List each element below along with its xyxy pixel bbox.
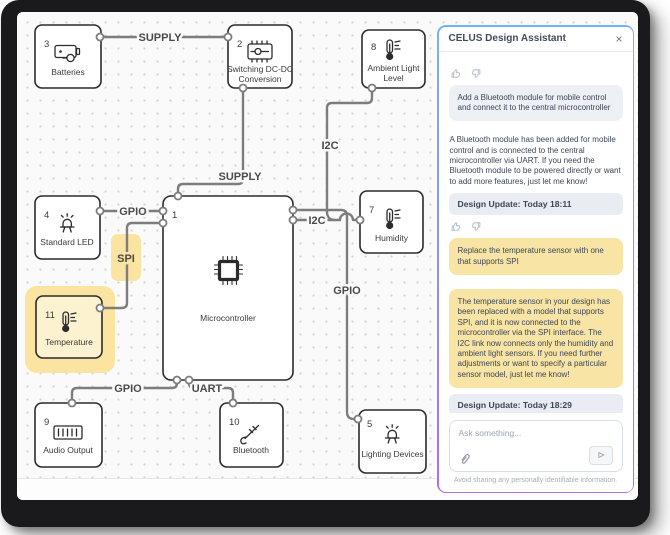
component-label: Humidity <box>375 233 409 243</box>
thumbs-down-icon[interactable] <box>470 221 481 232</box>
component-humidity[interactable]: 7 Humidity <box>359 190 424 254</box>
chip-icon <box>213 255 244 286</box>
lighting-icon <box>384 424 400 444</box>
component-number: 8 <box>371 42 376 53</box>
component-number: 1 <box>172 210 177 221</box>
component-batteries[interactable]: 3 Batteries <box>34 24 102 89</box>
wire-label-supply-2: SUPPLY <box>218 171 262 183</box>
component-number: 5 <box>367 419 372 430</box>
wire-label-supply-1: SUPPLY <box>138 32 182 44</box>
component-standard-led[interactable]: 4 Standard LED <box>34 195 101 260</box>
chat-input[interactable]: Ask something... <box>448 419 623 472</box>
component-temperature[interactable]: 11 Temperature <box>35 295 103 359</box>
component-label: Temperature <box>45 337 93 347</box>
user-message-highlighted: Replace the temperature sensor with one … <box>448 238 623 276</box>
component-label: Lighting Devices <box>361 449 423 459</box>
assistant-panel: CELUS Design Assistant × Add a Bluetooth… <box>437 25 634 493</box>
send-arrow-icon <box>597 452 604 458</box>
wire-spi-micro-temperature[interactable] <box>98 221 165 310</box>
thumbs-down-icon[interactable] <box>470 68 481 79</box>
temperature-sensor-icon <box>62 311 77 333</box>
component-number: 10 <box>229 417 240 428</box>
wire-label-i2c-top: I2C <box>321 140 338 152</box>
bluetooth-module-icon <box>240 424 260 445</box>
component-number: 9 <box>44 417 49 428</box>
user-message: Add a Bluetooth module for mobile contro… <box>448 84 623 122</box>
component-label: Audio Output <box>43 445 93 455</box>
connection-ports[interactable] <box>67 32 377 424</box>
schematic-diagram: SUPPLY SUPPLY GPIO SPI I2C I2C GPIO GPIO… <box>25 24 427 474</box>
component-label: Ambient Light <box>368 63 421 73</box>
feedback-row <box>449 68 623 79</box>
component-label: Level <box>383 73 403 83</box>
chat-input-placeholder: Ask something... <box>458 427 522 438</box>
component-number: 11 <box>45 310 55 321</box>
thumbs-up-icon[interactable] <box>451 221 462 232</box>
component-label: Standard LED <box>40 237 93 247</box>
light-sensor-icon <box>386 39 401 61</box>
design-update-badge[interactable]: Design Update: Today 18:29 <box>448 394 623 413</box>
assistant-header: CELUS Design Assistant × <box>438 27 633 52</box>
privacy-note: Avoid sharing any personally identifiabl… <box>453 476 618 484</box>
component-number: 2 <box>237 39 242 50</box>
close-icon[interactable]: × <box>615 31 623 46</box>
send-button[interactable] <box>588 445 613 465</box>
assistant-title: CELUS Design Assistant <box>448 33 566 44</box>
component-label: Bluetooth <box>233 445 269 455</box>
wire-supply-dcdc-micro[interactable] <box>176 86 245 198</box>
component-number: 3 <box>44 39 49 50</box>
component-number: 4 <box>44 210 49 221</box>
wire-label-gpio-left: GPIO <box>119 206 147 218</box>
battery-icon <box>54 44 81 63</box>
wire-label-i2c-mid: I2C <box>308 215 325 227</box>
wire-i2c-ambient[interactable] <box>325 86 374 222</box>
assistant-message: A Bluetooth module has been added for mo… <box>449 135 621 186</box>
component-microcontroller[interactable]: 1 Microcontroller <box>162 195 294 381</box>
dcdc-converter-icon <box>247 40 273 63</box>
feedback-row <box>449 221 623 232</box>
thumbs-up-icon[interactable] <box>451 68 462 79</box>
component-dcdc[interactable]: 2 Switching DC-DC Conversion <box>227 24 293 89</box>
wire-label-gpio-right: GPIO <box>333 285 361 297</box>
component-bluetooth[interactable]: 10 Bluetooth <box>219 402 284 468</box>
component-ambient-light[interactable]: 8 Ambient Light Level <box>361 29 426 89</box>
app-window: SUPPLY SUPPLY GPIO SPI I2C I2C GPIO GPIO… <box>17 12 638 500</box>
led-icon <box>59 213 75 233</box>
component-label: Switching DC-DC <box>227 64 293 74</box>
audio-connector-icon <box>53 425 83 440</box>
wire-uart-micro-bluetooth[interactable] <box>187 378 235 405</box>
component-label: Microcontroller <box>200 313 256 323</box>
assistant-message-highlighted: The temperature sensor in your design ha… <box>448 289 623 389</box>
component-label: Conversion <box>239 74 282 84</box>
wire-gpio-micro-audio[interactable] <box>70 378 179 405</box>
window-frame: SUPPLY SUPPLY GPIO SPI I2C I2C GPIO GPIO… <box>1 0 650 527</box>
wire-label-gpio-bottom: GPIO <box>114 383 142 395</box>
message-list: Add a Bluetooth module for mobile contro… <box>448 61 623 413</box>
design-update-badge[interactable]: Design Update: Today 18:11 <box>448 193 623 216</box>
component-number: 7 <box>369 205 374 216</box>
component-lighting-devices[interactable]: 5 Lighting Devices <box>358 409 427 474</box>
paperclip-icon[interactable] <box>459 453 470 465</box>
component-label: Batteries <box>51 67 85 77</box>
component-audio-output[interactable]: 9 Audio Output <box>34 402 103 468</box>
humidity-sensor-icon <box>386 208 401 230</box>
wire-label-uart: UART <box>192 383 223 395</box>
wire-gpio-micro-lighting[interactable] <box>291 208 360 421</box>
wire-label-spi: SPI <box>117 253 135 265</box>
